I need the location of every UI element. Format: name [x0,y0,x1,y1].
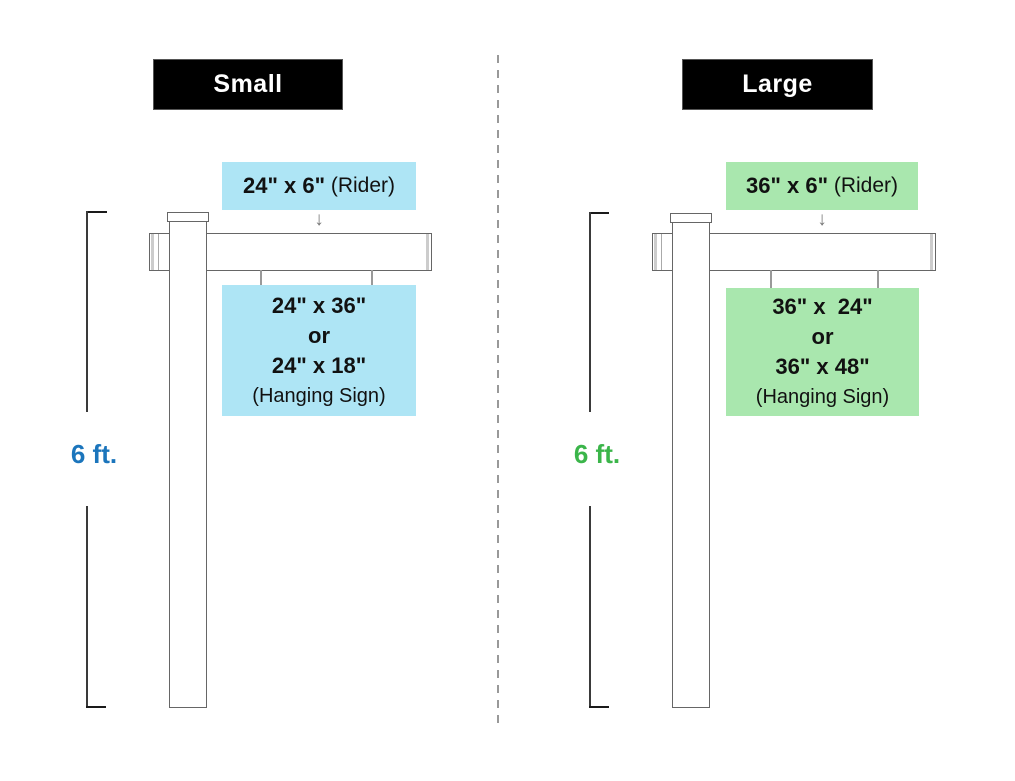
post [672,222,710,708]
hanger-line [371,270,373,288]
arm-end-cap-right [930,234,933,270]
height-bracket-upper-segment [86,211,88,412]
rider-label-box: 24" x 6" (Rider) [222,162,416,210]
arm-end-cap-left [654,234,657,270]
arm-end-divider-left [158,234,159,270]
size-header-small: Small [153,59,343,110]
rider-dimensions: 36" x 6" [745,173,828,198]
height-bracket-lower-segment [589,506,591,708]
arm-end-cap-left [151,234,154,270]
height-bracket-bottom-foot [86,706,106,708]
sign-dimensions-1: 36" x 24" [772,294,873,319]
size-header-large: Large [682,59,873,110]
sign-dimensions-2: 36" x 48" [775,354,870,379]
rider-dimensions: 24" x 6" [242,173,325,198]
hanging-sign-box: 24" x 36" or 24" x 18" (Hanging Sign) [222,285,416,416]
down-arrow-icon: ↓ [314,209,324,230]
rider-label-box: 36" x 6" (Rider) [726,162,918,210]
height-label: 6 ft. [553,437,641,471]
height-bracket-top-foot [86,211,107,213]
arm-end-cap-right [426,234,429,270]
sign-dimensions-1: 24" x 36" [271,292,367,318]
hanger-line [877,270,879,288]
post [169,221,207,708]
height-label: 6 ft. [50,437,138,471]
sign-conjunction: or [308,322,330,348]
hanger-line [770,270,772,288]
sign-dimensions-2: 24" x 18" [271,352,367,378]
height-bracket-lower-segment [86,506,88,708]
sign-caption: (Hanging Sign) [252,384,386,407]
height-bracket-upper-segment [589,212,591,412]
rider-caption: (Rider) [828,174,899,197]
down-arrow-icon: ↓ [817,209,827,230]
sign-caption: (Hanging Sign) [755,386,890,408]
arm-end-divider-left [661,234,662,270]
dashed-divider-line [497,55,499,728]
height-bracket-top-foot [589,212,609,214]
rider-caption: (Rider) [325,174,396,197]
height-bracket-bottom-foot [589,706,609,708]
hanger-line [260,270,262,288]
hanging-sign-box: 36" x 24" or 36" x 48" (Hanging Sign) [726,288,919,416]
sign-conjunction: or [811,324,834,349]
